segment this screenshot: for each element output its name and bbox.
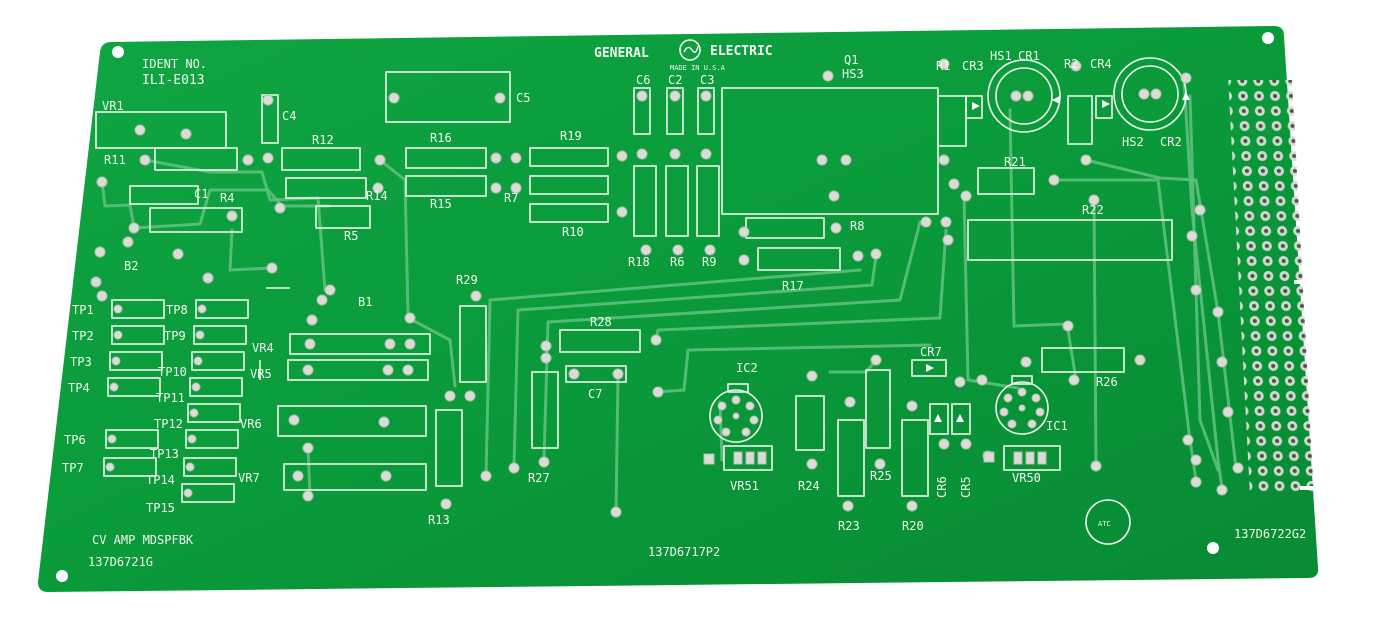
refdes-vr50: VR50 <box>1012 471 1041 485</box>
refdes-tp4: TP4 <box>68 381 90 395</box>
refdes-r9: R9 <box>702 255 716 269</box>
refdes-tp14: TP14 <box>146 473 175 487</box>
copper-traces <box>100 78 1238 514</box>
refdes-r6: R6 <box>670 255 684 269</box>
trimpot-pads <box>288 338 416 502</box>
refdes-cr1: CR1 <box>1018 49 1040 63</box>
refdes-ic1: IC1 <box>1046 419 1068 433</box>
refdes-r18: R18 <box>628 255 650 269</box>
refdes-cr6: CR6 <box>935 476 949 498</box>
brand-right: ELECTRIC <box>710 44 773 59</box>
refdes-r4: R4 <box>220 191 234 205</box>
part-number-right: 137D6722G2 <box>1234 527 1306 541</box>
refdes-r19: R19 <box>560 129 582 143</box>
pad-group-right <box>806 58 1244 512</box>
refdes-r13: R13 <box>428 513 450 527</box>
refdes-r22: R22 <box>1082 203 1104 217</box>
ident-label: IDENT NO. <box>142 57 207 71</box>
refdes-r25: R25 <box>870 469 892 483</box>
refdes-tp11: TP11 <box>156 391 185 405</box>
refdes-r23: R23 <box>838 519 860 533</box>
refdes-cr3: CR3 <box>962 59 984 73</box>
refdes-r7: R7 <box>504 191 518 205</box>
refdes-r24: R24 <box>798 479 820 493</box>
refdes-tp10: TP10 <box>158 365 187 379</box>
refdes-r10: R10 <box>562 225 584 239</box>
ge-logo <box>679 39 701 61</box>
refdes-r21: R21 <box>1004 155 1026 169</box>
refdes-r1: R1 <box>936 59 950 73</box>
refdes-cr2: CR2 <box>1160 135 1182 149</box>
refdes-r15: R15 <box>430 197 452 211</box>
edge-connector <box>1228 80 1324 494</box>
refdes-r29: R29 <box>456 273 478 287</box>
pad-group-left <box>90 92 522 326</box>
refdes-c3: C3 <box>700 73 714 87</box>
brand-left: GENERAL <box>594 46 649 61</box>
refdes-vr7: VR7 <box>238 471 260 485</box>
diode-symbols <box>926 92 1190 422</box>
refdes-c1: C1 <box>194 187 208 201</box>
pad-group-center <box>440 70 954 518</box>
refdes-r28: R28 <box>590 315 612 329</box>
refdes-vr51: VR51 <box>730 479 759 493</box>
refdes-r26: R26 <box>1096 375 1118 389</box>
refdes-r27: R27 <box>528 471 550 485</box>
refdes-cr4: CR4 <box>1090 57 1112 71</box>
refdes-c5: C5 <box>516 91 530 105</box>
refdes-tp12: TP12 <box>154 417 183 431</box>
refdes-b1: B1 <box>358 295 372 309</box>
refdes-r12: R12 <box>312 133 334 147</box>
refdes-tp3: TP3 <box>70 355 92 369</box>
refdes-hs3: HS3 <box>842 67 864 81</box>
pcb-board <box>38 26 1319 592</box>
refdes-c4: C4 <box>282 109 296 123</box>
refdes-b2: B2 <box>124 259 138 273</box>
refdes-q1: Q1 <box>844 53 858 67</box>
mounting-holes <box>56 32 1274 582</box>
refdes-r16: R16 <box>430 131 452 145</box>
component-pads <box>90 58 1244 518</box>
ic-pads <box>703 88 1162 465</box>
board-title: CV AMP MDSPFBK <box>92 533 194 547</box>
part-number-center: 137D6717P2 <box>648 545 720 559</box>
refdes-r17: R17 <box>782 279 804 293</box>
part-number-left: 137D6721G <box>88 555 153 569</box>
refdes-vr6: VR6 <box>240 417 262 431</box>
refdes-tp9: TP9 <box>164 329 186 343</box>
refdes-tp1: TP1 <box>72 303 94 317</box>
refdes-tp15: TP15 <box>146 501 175 515</box>
test-point-pads <box>105 304 207 498</box>
refdes-tp2: TP2 <box>72 329 94 343</box>
refdes-hs1: HS1 <box>990 49 1012 63</box>
refdes-r14: R14 <box>366 189 388 203</box>
made-in-label: MADE IN U.S.A <box>670 64 726 72</box>
refdes-tp7: TP7 <box>62 461 84 475</box>
refdes-ic2: IC2 <box>736 361 758 375</box>
refdes-r8: R8 <box>850 219 864 233</box>
refdes-c2: C2 <box>668 73 682 87</box>
silkscreen-text: IDENT NO. ILI-E013 GENERAL ELECTRIC MADE… <box>88 44 1306 569</box>
refdes-vr1: VR1 <box>102 99 124 113</box>
refdes-tp13: TP13 <box>150 447 179 461</box>
refdes-cr5: CR5 <box>959 476 973 498</box>
refdes-tp8: TP8 <box>166 303 188 317</box>
refdes-r2: R2 <box>1064 57 1078 71</box>
refdes-c7: C7 <box>588 387 602 401</box>
refdes-hs2: HS2 <box>1122 135 1144 149</box>
refdes-r20: R20 <box>902 519 924 533</box>
refdes-c6: C6 <box>636 73 650 87</box>
refdes-tp6: TP6 <box>64 433 86 447</box>
refdes-vr5: VR5 <box>250 367 272 381</box>
refdes-r11: R11 <box>104 153 126 167</box>
silkscreen-outlines <box>95 57 1187 545</box>
ident-number: ILI-E013 <box>142 73 205 88</box>
refdes-vr4: VR4 <box>252 341 274 355</box>
refdes-r5: R5 <box>344 229 358 243</box>
refdes-cr7: CR7 <box>920 345 942 359</box>
inspection-stamp: ATC <box>1098 520 1111 528</box>
